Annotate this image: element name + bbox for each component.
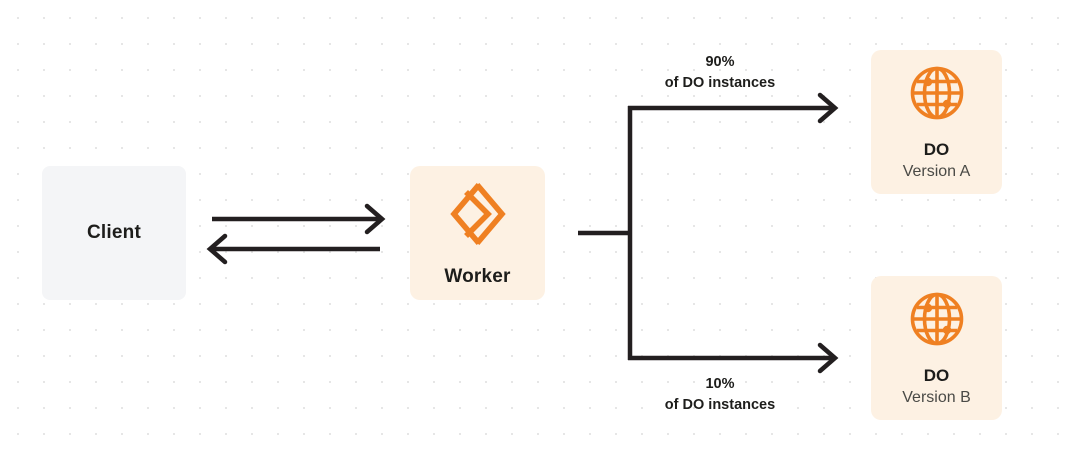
branch-connector: [578, 106, 633, 360]
globe-icon: [908, 290, 966, 353]
node-do-a-subtitle: Version A: [902, 162, 971, 180]
node-do-b-subtitle: Version B: [902, 388, 971, 406]
node-do-b-title: DO: [923, 365, 950, 385]
node-worker[interactable]: Worker: [410, 166, 545, 300]
globe-icon: [908, 64, 966, 127]
cloudflare-workers-icon: [446, 182, 510, 250]
edge-label-do-b: 10% of DO instances: [629, 374, 811, 416]
arrow-client-to-worker: [212, 203, 386, 235]
edge-label-do-a-description: of DO instances: [664, 75, 776, 92]
edge-label-do-a: 90% of DO instances: [629, 52, 811, 94]
arrow-worker-to-do-b: [628, 342, 839, 374]
arrow-worker-to-do-a: [628, 92, 839, 124]
node-client-label: Client: [87, 222, 141, 243]
arrow-worker-to-client: [206, 233, 380, 265]
node-worker-label: Worker: [444, 265, 511, 287]
node-client[interactable]: Client: [42, 166, 186, 300]
node-do-version-b[interactable]: DO Version B: [871, 276, 1002, 420]
edge-label-do-b-description: of DO instances: [664, 397, 776, 414]
edge-label-do-b-percent: 10%: [705, 376, 735, 392]
edge-label-do-a-percent: 90%: [705, 54, 735, 70]
node-do-version-a[interactable]: DO Version A: [871, 50, 1002, 194]
node-do-a-title: DO: [923, 139, 950, 159]
